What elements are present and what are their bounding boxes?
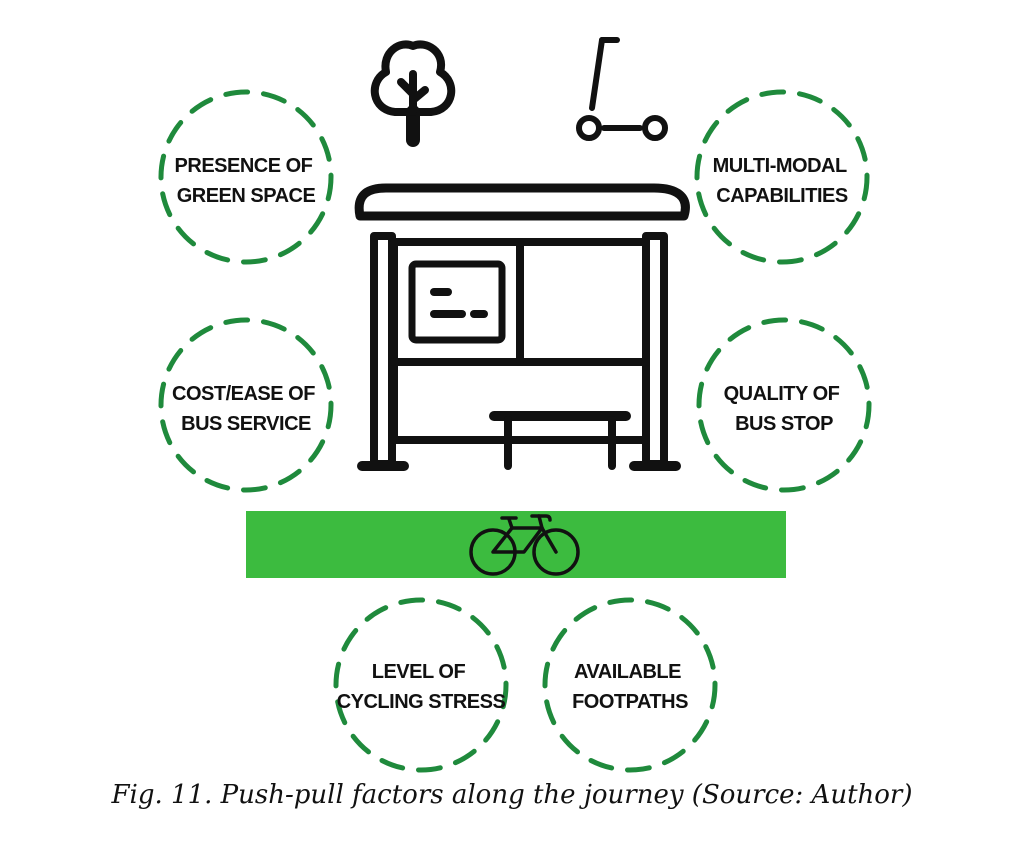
- tree-icon: [370, 40, 456, 147]
- factor-label-quality-bus-stop: QUALITY OF BUS STOP: [724, 383, 845, 435]
- figure-caption: Fig. 11. Push-pull factors along the jou…: [111, 780, 913, 810]
- factor-circle-cost-ease: [158, 317, 334, 493]
- factor-circle-footpaths: [542, 597, 718, 773]
- factor-label-green-space: PRESENCE OF GREEN SPACE: [175, 155, 318, 207]
- bicycle-icon: [469, 514, 580, 576]
- factor-label-cost-ease: COST/EASE OF BUS SERVICE: [172, 383, 320, 435]
- scooter-icon: [576, 37, 668, 141]
- factor-label-cycling-stress: LEVEL OF CYCLING STRESS: [337, 661, 506, 713]
- factor-circle-quality-bus-stop: [696, 317, 872, 493]
- bike-lane-bar: [246, 511, 786, 578]
- bus-shelter-icon: [354, 183, 690, 471]
- factor-circle-multi-modal: [694, 89, 870, 265]
- factor-circle-cycling-stress: [333, 597, 509, 773]
- factor-circle-green-space: [158, 89, 334, 265]
- factor-label-multi-modal: MULTI-MODAL CAPABILITIES: [713, 155, 852, 207]
- factor-label-footpaths: AVAILABLE FOOTPATHS: [572, 661, 688, 713]
